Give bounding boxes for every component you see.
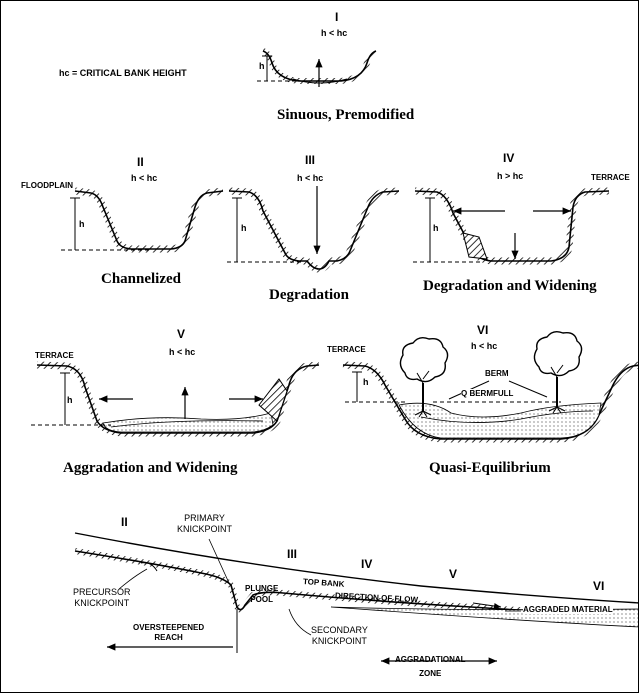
primary-knickpoint-label: PRIMARY KNICKPOINT xyxy=(177,513,232,535)
aggradational-zone-label: AGGRADATIONAL ZONE xyxy=(395,653,466,681)
stage-I-cross-section xyxy=(257,51,376,87)
stage-V-cross-section xyxy=(31,365,319,433)
terrace-label-V: TERRACE xyxy=(35,351,74,360)
stage-I-numeral: I xyxy=(335,10,338,24)
precursor-knickpoint-label: PRECURSOR KNICKPOINT xyxy=(73,587,131,609)
stage-II-condition: h < hc xyxy=(131,173,157,183)
q-bermfull-label: Q BERMFULL xyxy=(461,389,513,398)
stage-V-numeral: V xyxy=(177,327,185,341)
terrace-label-VI: TERRACE xyxy=(327,345,366,354)
stage-I-h-label: h xyxy=(259,61,265,71)
stage-VI-h-label: h xyxy=(363,377,369,387)
stage-VI-numeral: VI xyxy=(477,323,488,337)
terrace-label-IV: TERRACE xyxy=(591,173,630,182)
stage-VI-condition: h < hc xyxy=(471,341,497,351)
stage-IV-caption: Degradation and Widening xyxy=(423,278,597,295)
stage-V-caption: Aggradation and Widening xyxy=(63,460,238,477)
stage-III-numeral: III xyxy=(305,153,315,167)
stage-III-h-label: h xyxy=(241,223,247,233)
berm-label: BERM xyxy=(485,369,509,378)
stage-II-numeral: II xyxy=(137,155,144,169)
stage-I-condition: h < hc xyxy=(321,28,347,38)
stage-V-condition: h < hc xyxy=(169,347,195,357)
stage-I-caption: Sinuous, Premodified xyxy=(277,107,414,124)
stage-II-cross-section xyxy=(61,191,223,250)
stage-V-h-label: h xyxy=(67,395,73,405)
stage-IV-condition: h > hc xyxy=(497,171,523,181)
stage-II-h-label: h xyxy=(79,219,85,229)
tree-right-icon xyxy=(534,332,581,413)
stage-III-condition: h < hc xyxy=(297,173,323,183)
profile-stage-V: V xyxy=(449,567,457,581)
plunge-pool-label: PLUNGE POOL xyxy=(245,583,278,605)
stage-IV-cross-section xyxy=(413,191,609,262)
profile-stage-II: II xyxy=(121,515,128,529)
floodplain-label: FLOODPLAIN xyxy=(21,181,73,190)
aggraded-material-label: AGGRADED MATERIAL xyxy=(523,605,613,614)
stage-III-cross-section xyxy=(227,186,399,269)
stage-III-caption: Degradation xyxy=(269,287,349,304)
secondary-knickpoint-label: SECONDARY KNICKPOINT xyxy=(311,625,368,647)
stage-IV-h-label: h xyxy=(433,223,439,233)
profile-stage-VI: VI xyxy=(593,579,604,593)
hc-definition: hc = CRITICAL BANK HEIGHT xyxy=(59,68,187,78)
profile-stage-IV: IV xyxy=(361,557,372,571)
oversteepened-reach-label: OVERSTEEPENED REACH xyxy=(133,623,204,643)
stage-II-caption: Channelized xyxy=(101,271,181,288)
profile-stage-III: III xyxy=(287,547,297,561)
stage-IV-numeral: IV xyxy=(503,151,514,165)
stage-VI-caption: Quasi-Equilibrium xyxy=(429,460,551,477)
